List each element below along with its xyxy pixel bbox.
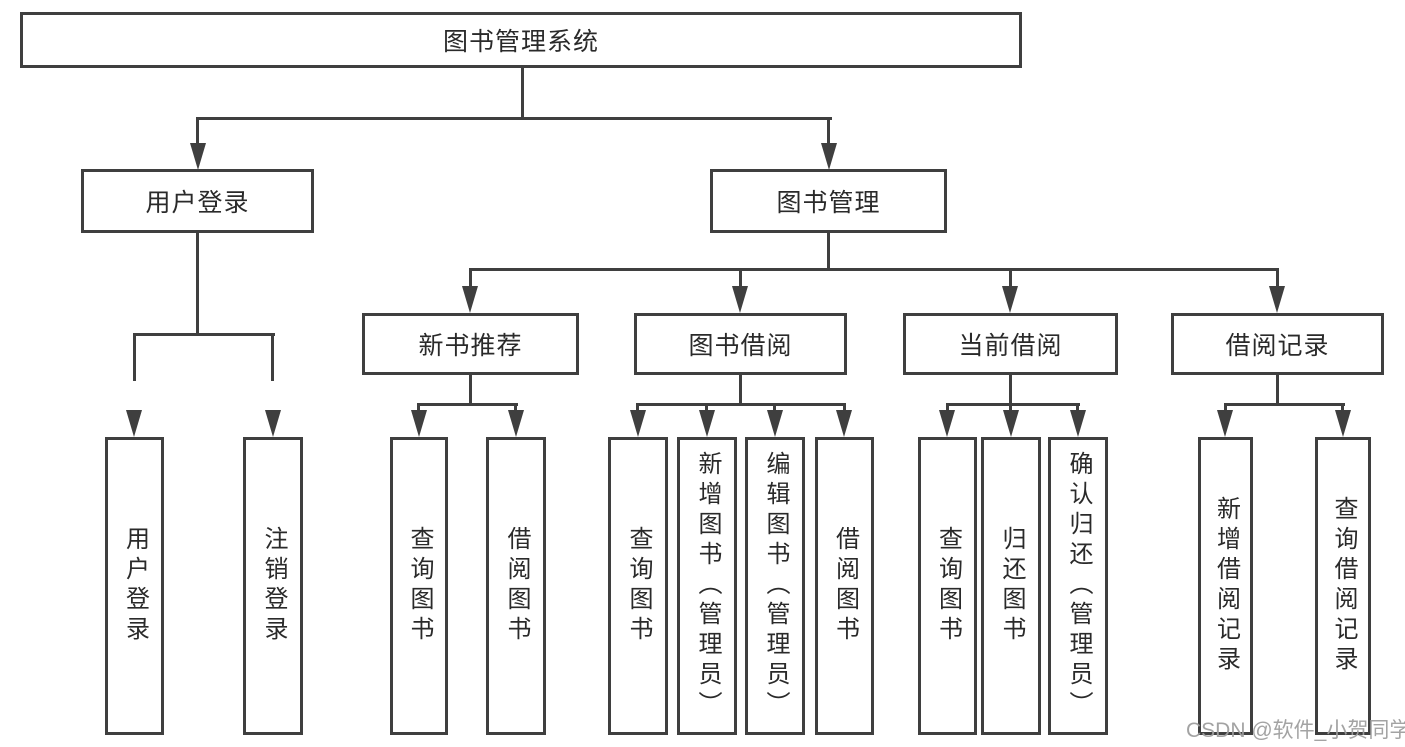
connector-line	[133, 333, 275, 336]
node-label: 查询图书	[406, 526, 433, 646]
connector-line	[1276, 268, 1279, 290]
connector-line	[521, 66, 524, 119]
arrow-down-icon	[508, 410, 524, 437]
node-borrowing-records: 借阅记录	[1171, 313, 1384, 375]
node-library-management-system: 图书管理系统	[20, 12, 1022, 68]
arrow-down-icon	[1070, 410, 1086, 437]
node-label: 图书管理	[776, 189, 881, 217]
leaf-query-borrow-record: 查询借阅记录	[1315, 437, 1371, 735]
leaf-add-books-admin: 新增图书（管理员）	[677, 437, 737, 735]
arrow-down-icon	[411, 410, 427, 437]
connector-line	[946, 403, 1080, 406]
node-label: 图书管理系统	[442, 28, 599, 56]
arrow-down-icon	[265, 410, 281, 437]
leaf-add-borrow-record: 新增借阅记录	[1198, 437, 1253, 735]
node-label: 当前借阅	[958, 332, 1063, 360]
connector-line	[705, 403, 708, 413]
leaf-confirm-return-admin: 确认归还（管理员）	[1048, 437, 1108, 735]
node-label: 查询借阅记录	[1330, 496, 1357, 676]
arrow-down-icon	[821, 143, 837, 170]
leaf-query-books-2: 查询图书	[608, 437, 668, 735]
node-label: 用户登录	[145, 189, 250, 217]
connector-line	[1224, 403, 1227, 413]
connector-line	[827, 231, 830, 271]
arrow-down-icon	[630, 410, 646, 437]
connector-line	[843, 403, 846, 413]
connector-line	[1009, 373, 1012, 406]
node-user-login: 用户登录	[81, 169, 314, 233]
connector-line	[469, 268, 472, 290]
node-label: 查询图书	[934, 526, 962, 646]
node-label: 图书借阅	[688, 332, 793, 360]
arrow-down-icon	[1003, 410, 1019, 437]
connector-line	[1224, 403, 1345, 406]
arrow-down-icon	[1269, 286, 1285, 313]
arrow-down-icon	[462, 286, 478, 313]
node-label: 注销登录	[260, 526, 287, 646]
connector-line	[196, 231, 199, 336]
node-label: 用户登录	[121, 526, 149, 646]
connector-line	[946, 403, 949, 413]
node-label: 借阅记录	[1225, 332, 1330, 360]
connector-line	[271, 333, 274, 381]
leaf-borrow-books-2: 借阅图书	[815, 437, 874, 735]
connector-line	[1009, 268, 1012, 290]
node-label: 编辑图书（管理员）	[762, 451, 789, 721]
node-label: 借阅图书	[503, 526, 530, 646]
arrow-down-icon	[836, 410, 852, 437]
connector-line	[739, 268, 742, 290]
connector-line	[514, 403, 517, 413]
connector-line	[196, 117, 832, 120]
connector-line	[469, 268, 1279, 271]
arrow-down-icon	[1002, 286, 1018, 313]
leaf-query-books-3: 查询图书	[918, 437, 977, 735]
connector-line	[739, 373, 742, 406]
arrow-down-icon	[699, 410, 715, 437]
node-book-management: 图书管理	[710, 169, 947, 233]
connector-line	[133, 333, 136, 381]
node-label: 新增借阅记录	[1212, 496, 1240, 676]
leaf-logout: 注销登录	[243, 437, 303, 735]
node-label: 确认归还（管理员）	[1065, 451, 1092, 721]
arrow-down-icon	[732, 286, 748, 313]
node-new-book-recommend: 新书推荐	[362, 313, 579, 375]
csdn-watermark: CSDN @软件_小贺同学	[1186, 719, 1405, 742]
connector-line	[196, 117, 199, 148]
node-current-borrowing: 当前借阅	[903, 313, 1118, 375]
node-label: 归还图书	[998, 526, 1025, 646]
connector-line	[1276, 373, 1279, 406]
connector-line	[827, 117, 830, 148]
node-label: 查询图书	[625, 526, 652, 646]
leaf-borrow-books-1: 借阅图书	[486, 437, 546, 735]
node-label: 新增图书（管理员）	[694, 451, 721, 721]
leaf-return-books: 归还图书	[981, 437, 1041, 735]
connector-line	[469, 373, 472, 406]
leaf-query-books-1: 查询图书	[390, 437, 448, 735]
node-book-borrowing: 图书借阅	[634, 313, 847, 375]
leaf-user-login: 用户登录	[105, 437, 164, 735]
arrow-down-icon	[126, 410, 142, 437]
connector-line	[417, 403, 420, 413]
connector-line	[1009, 403, 1012, 413]
node-label: 新书推荐	[418, 332, 523, 360]
leaf-edit-books-admin: 编辑图书（管理员）	[745, 437, 805, 735]
connector-line	[1076, 403, 1079, 413]
node-label: 借阅图书	[831, 526, 859, 646]
connector-line	[417, 403, 518, 406]
connector-line	[773, 403, 776, 413]
arrow-down-icon	[1335, 410, 1351, 437]
arrow-down-icon	[939, 410, 955, 437]
connector-line	[636, 403, 639, 413]
arrow-down-icon	[767, 410, 783, 437]
connector-line	[1341, 403, 1344, 413]
connector-line	[636, 403, 846, 406]
arrow-down-icon	[1217, 410, 1233, 437]
arrow-down-icon	[190, 143, 206, 170]
